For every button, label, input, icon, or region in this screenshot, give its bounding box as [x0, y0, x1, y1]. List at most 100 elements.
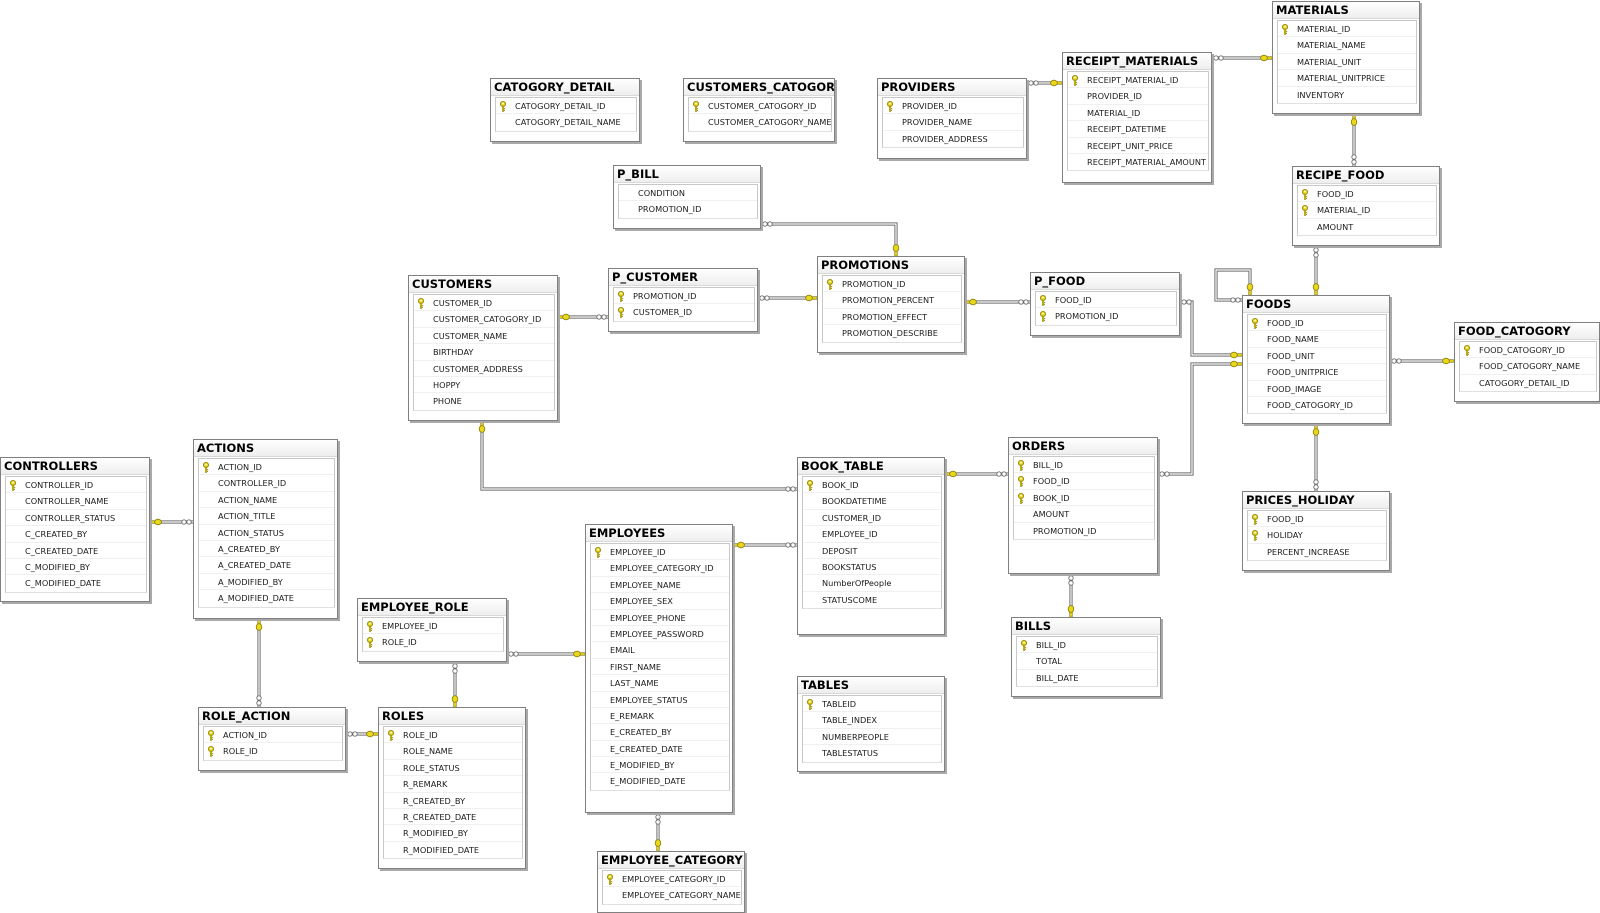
relationship-receipt-materials-materials[interactable]: [1212, 54, 1273, 62]
relationship-foods-recipe-food[interactable]: [1312, 246, 1320, 296]
column-row[interactable]: C_MODIFIED_DATE: [6, 575, 146, 591]
column-row[interactable]: CONTROLLER_ID: [199, 475, 334, 492]
column-row[interactable]: FOOD_CATOGORY_ID: [1248, 397, 1386, 413]
column-row[interactable]: EMPLOYEE_PHONE: [591, 610, 729, 626]
column-row[interactable]: FOOD_ID: [1298, 186, 1436, 203]
column-row[interactable]: RECEIPT_MATERIAL_AMOUNT: [1068, 154, 1208, 170]
column-row[interactable]: AMOUNT: [1014, 506, 1154, 523]
column-row[interactable]: BOOKSTATUS: [803, 559, 941, 576]
column-row[interactable]: RECEIPT_MATERIAL_ID: [1068, 72, 1208, 89]
relationship-orders-bills[interactable]: [1067, 574, 1075, 618]
column-row[interactable]: PROMOTION_ID: [1036, 308, 1176, 324]
column-row[interactable]: ROLE_ID: [363, 634, 503, 650]
column-row[interactable]: ROLE_ID: [384, 727, 522, 744]
column-row[interactable]: CUSTOMER_ID: [414, 295, 554, 312]
column-row[interactable]: CONTROLLER_NAME: [6, 493, 146, 510]
column-row[interactable]: PROMOTION_EFFECT: [823, 309, 961, 326]
relationship-foods-self[interactable]: [1214, 268, 1254, 303]
column-row[interactable]: ACTION_ID: [204, 727, 342, 744]
column-row[interactable]: PROVIDER_ID: [883, 98, 1023, 115]
column-row[interactable]: C_CREATED_DATE: [6, 543, 146, 559]
relationship-employee-role-roles[interactable]: [451, 662, 459, 708]
relationship-actions-controllers[interactable]: [149, 518, 193, 526]
column-row[interactable]: R_MODIFIED_DATE: [384, 842, 522, 858]
column-row[interactable]: CATOGORY_DETAIL_NAME: [496, 114, 636, 130]
column-row[interactable]: CATOGORY_DETAIL_ID: [496, 98, 636, 115]
relationship-p-bill-promotions[interactable]: [761, 221, 900, 257]
column-row[interactable]: PROVIDER_ADDRESS: [883, 131, 1023, 147]
column-row[interactable]: PROMOTION_ID: [619, 201, 757, 217]
column-row[interactable]: FOOD_CATOGORY_NAME: [1460, 358, 1596, 375]
column-row[interactable]: EMPLOYEE_CATEGORY_ID: [603, 871, 741, 888]
relationship-orders-book-table[interactable]: [944, 470, 1008, 478]
column-row[interactable]: TOTAL: [1017, 653, 1157, 670]
column-row[interactable]: A_CREATED_BY: [199, 541, 334, 558]
column-row[interactable]: FOOD_ID: [1014, 473, 1154, 490]
column-row[interactable]: MATERIAL_ID: [1278, 21, 1416, 38]
column-row[interactable]: BILL_ID: [1017, 637, 1157, 654]
column-row[interactable]: EMPLOYEE_SEX: [591, 593, 729, 610]
column-row[interactable]: TABLE_INDEX: [803, 712, 941, 729]
column-row[interactable]: PROMOTION_ID: [1014, 523, 1154, 539]
column-row[interactable]: ROLE_STATUS: [384, 760, 522, 777]
relationship-employee-role-employees[interactable]: [507, 650, 586, 658]
column-row[interactable]: CUSTOMER_ID: [803, 510, 941, 527]
column-row[interactable]: ROLE_ID: [204, 743, 342, 759]
column-row[interactable]: PHONE: [414, 393, 554, 409]
column-row[interactable]: HOPPY: [414, 377, 554, 394]
relationship-orders-foods[interactable]: [1158, 360, 1243, 477]
column-row[interactable]: BOOK_ID: [803, 477, 941, 494]
column-row[interactable]: FOOD_ID: [1248, 315, 1386, 332]
column-row[interactable]: EMPLOYEE_CATEGORY_NAME: [603, 887, 741, 903]
column-row[interactable]: EMAIL: [591, 642, 729, 659]
column-row[interactable]: RECEIPT_DATETIME: [1068, 121, 1208, 138]
column-row[interactable]: STATUSCOME: [803, 592, 941, 608]
column-row[interactable]: FOOD_UNITPRICE: [1248, 364, 1386, 381]
column-row[interactable]: E_MODIFIED_DATE: [591, 773, 729, 789]
column-row[interactable]: PROVIDER_NAME: [883, 114, 1023, 131]
column-row[interactable]: INVENTORY: [1278, 87, 1416, 103]
column-row[interactable]: TABLESTATUS: [803, 745, 941, 761]
column-row[interactable]: EMPLOYEE_ID: [591, 544, 729, 561]
column-row[interactable]: ROLE_NAME: [384, 743, 522, 760]
column-row[interactable]: TABLEID: [803, 696, 941, 713]
column-row[interactable]: BILL_ID: [1014, 457, 1154, 474]
column-row[interactable]: CATOGORY_DETAIL_ID: [1460, 375, 1596, 391]
column-row[interactable]: E_REMARK: [591, 708, 729, 725]
column-row[interactable]: BIRTHDAY: [414, 344, 554, 361]
relationship-book-table-employees[interactable]: [732, 541, 797, 549]
column-row[interactable]: EMPLOYEE_NAME: [591, 577, 729, 594]
relationship-role-action-actions[interactable]: [255, 618, 263, 707]
column-row[interactable]: LAST_NAME: [591, 675, 729, 692]
column-row[interactable]: MATERIAL_ID: [1298, 202, 1436, 219]
column-row[interactable]: CONTROLLER_ID: [6, 477, 146, 494]
relationship-prices-holiday-foods[interactable]: [1312, 423, 1320, 491]
column-row[interactable]: FOOD_UNIT: [1248, 348, 1386, 365]
column-row[interactable]: E_MODIFIED_BY: [591, 757, 729, 774]
column-row[interactable]: R_CREATED_DATE: [384, 809, 522, 826]
column-row[interactable]: PERCENT_INCREASE: [1248, 544, 1386, 560]
column-row[interactable]: PROMOTION_ID: [823, 276, 961, 293]
column-row[interactable]: BOOKDATETIME: [803, 493, 941, 510]
relationship-employees-employee-category[interactable]: [654, 813, 662, 852]
column-row[interactable]: AMOUNT: [1298, 219, 1436, 235]
relationship-p-customer-promotions[interactable]: [758, 294, 818, 302]
column-row[interactable]: PROMOTION_PERCENT: [823, 292, 961, 309]
column-row[interactable]: NumberOfPeople: [803, 575, 941, 592]
